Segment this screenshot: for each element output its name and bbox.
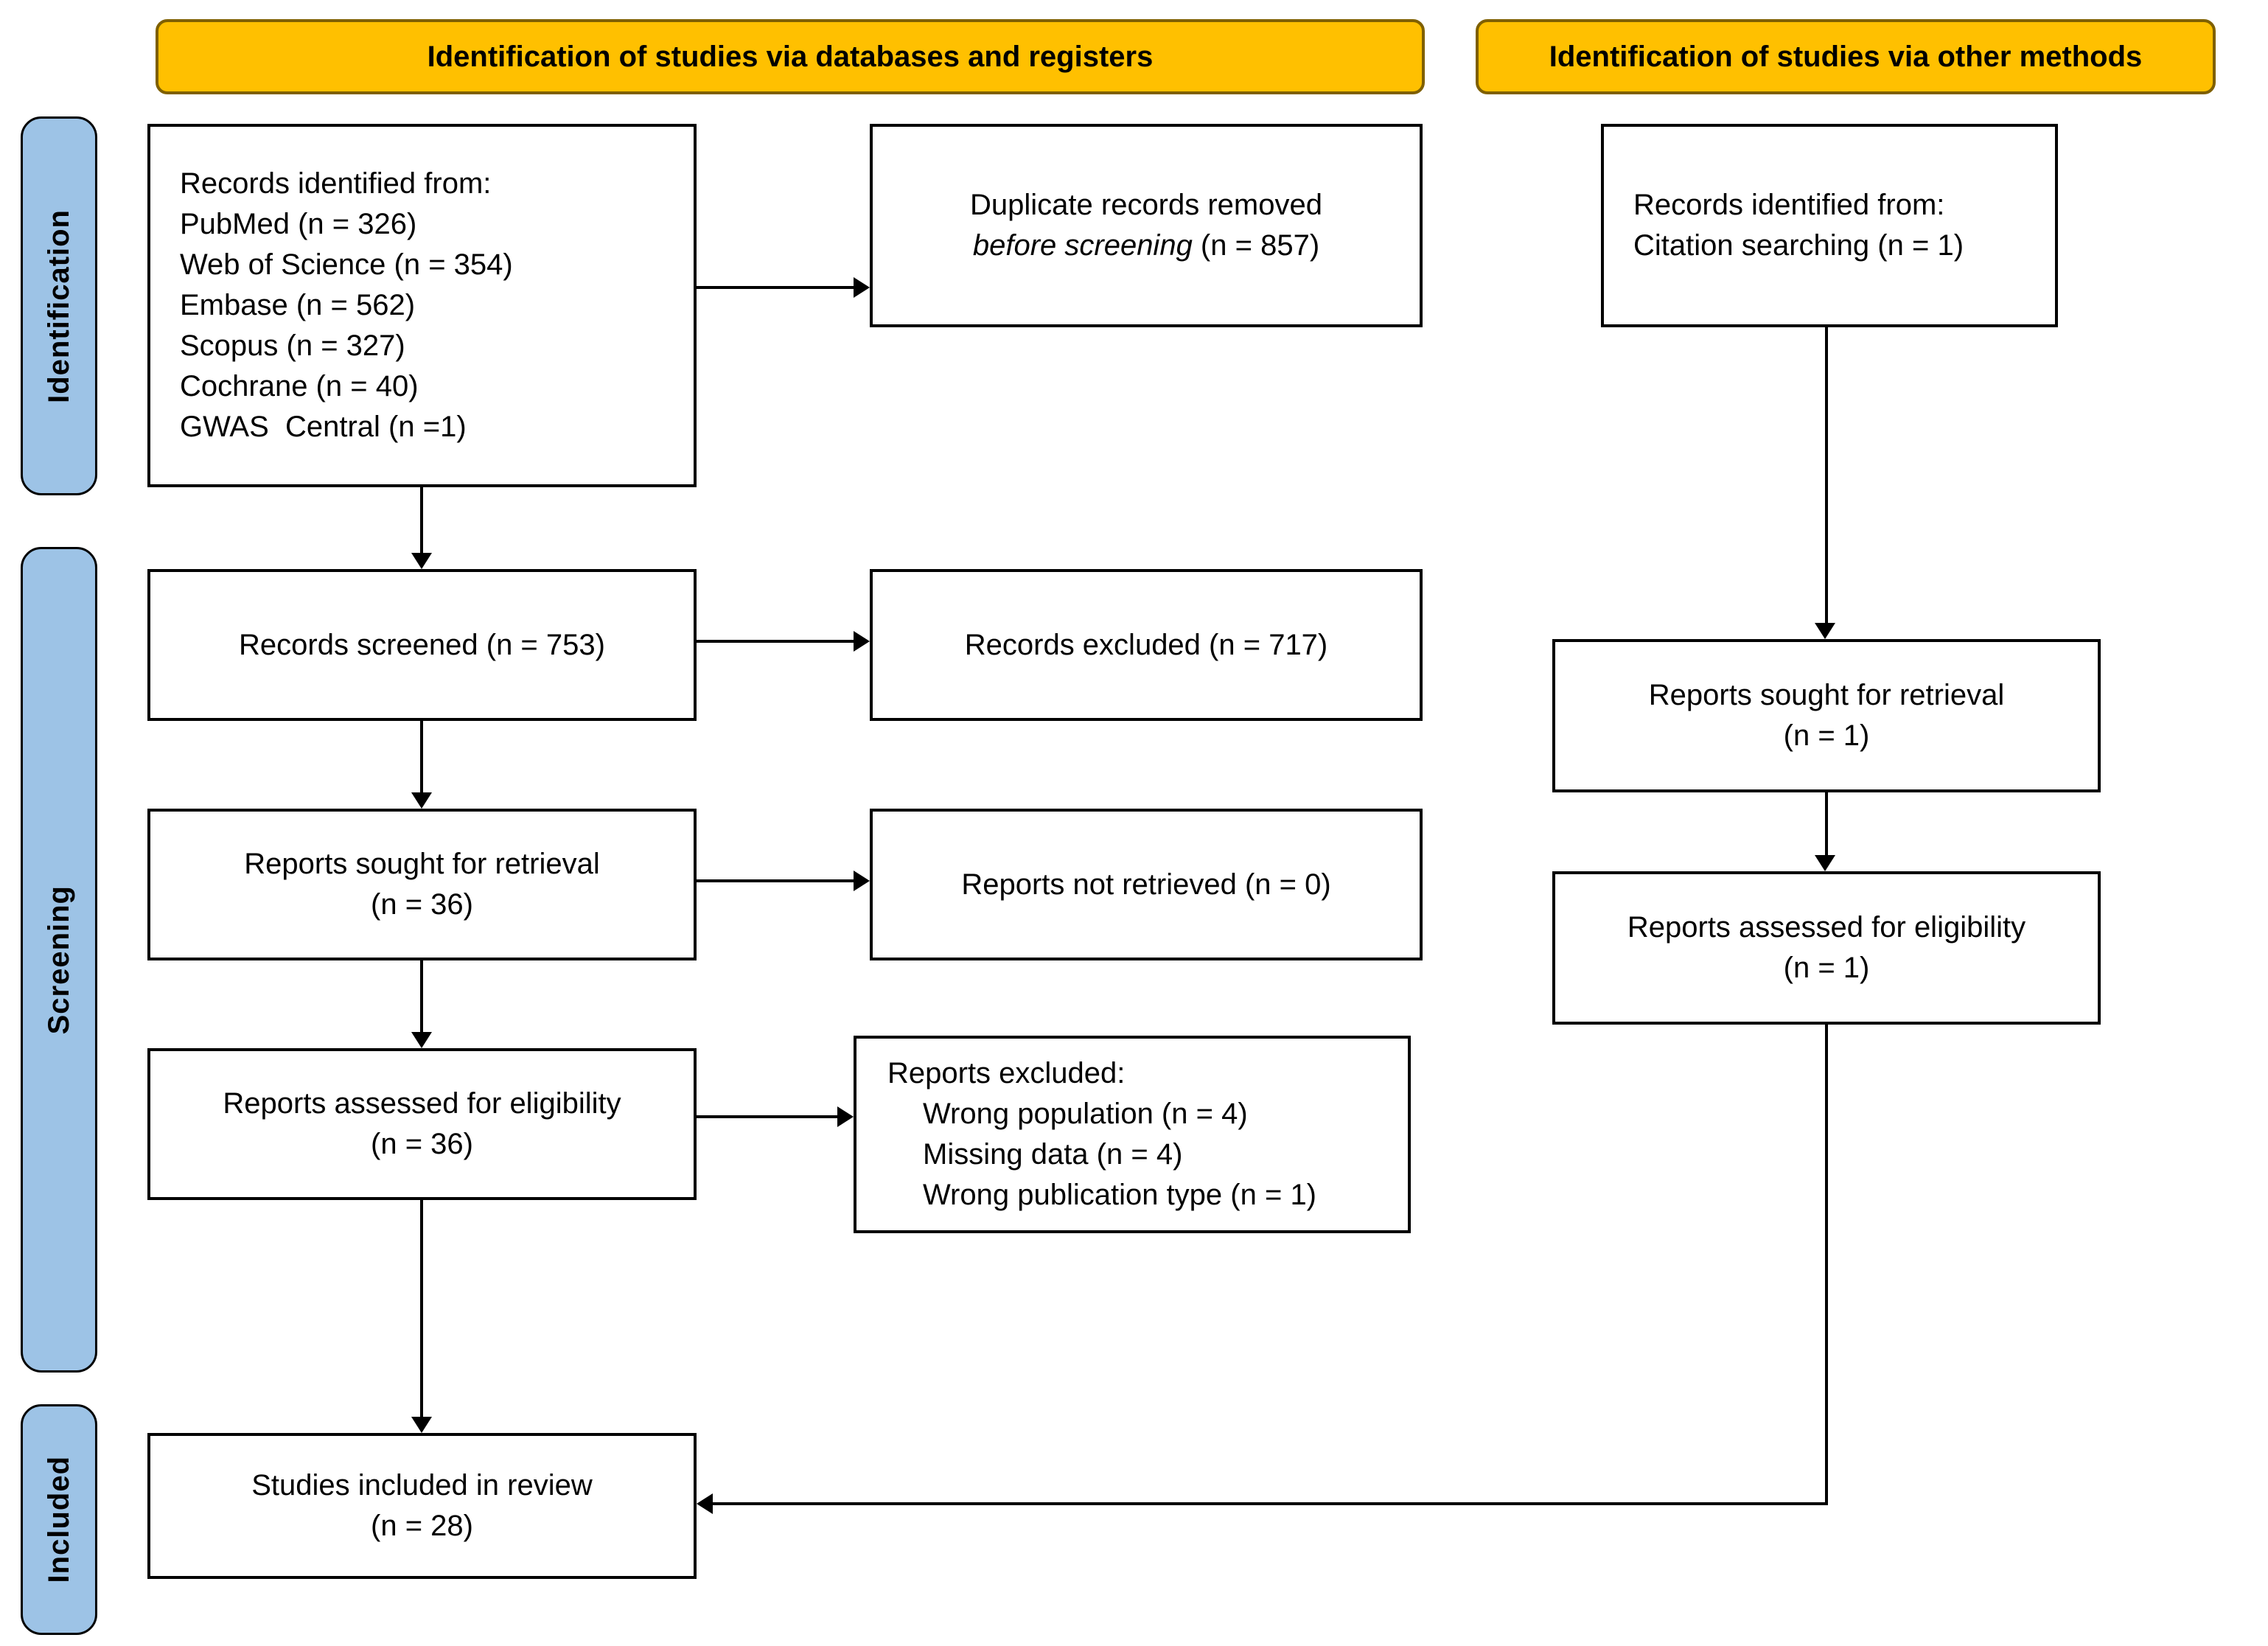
stage-bar-identification: Identification	[21, 116, 97, 495]
reports-assessed-label: Reports assessed for eligibility	[223, 1087, 621, 1120]
box-reports-assessed-databases: Reports assessed for eligibility (n = 36…	[147, 1048, 697, 1200]
records-screened-label: Records screened (n = 753)	[239, 628, 605, 661]
stage-bar-included: Included	[21, 1404, 97, 1635]
arrow-assessed-other-to-included-head-icon	[697, 1493, 713, 1514]
box-records-identified-other: Records identified from: Citation search…	[1601, 124, 2058, 327]
reports-excluded-reason: Wrong publication type (n = 1)	[923, 1179, 1317, 1211]
arrow-citation-to-sought-line	[1825, 327, 1828, 624]
reports-sought-label: Reports sought for retrieval	[244, 848, 600, 880]
reports-assessed-count: (n = 36)	[371, 1128, 473, 1160]
records-identified-line: Records identified from:	[180, 167, 492, 200]
records-identified-other-line: Citation searching (n = 1)	[1633, 229, 1964, 262]
arrow-screened-to-excluded-line	[697, 640, 854, 643]
box-reports-sought-databases: Reports sought for retrieval (n = 36)	[147, 809, 697, 960]
box-duplicates-removed: Duplicate records removed before screeni…	[870, 124, 1423, 327]
arrow-screened-to-sought-line	[420, 721, 423, 794]
box-reports-sought-other: Reports sought for retrieval (n = 1)	[1552, 639, 2101, 792]
arrow-sought-to-assessed-line	[420, 960, 423, 1033]
arrow-screened-to-sought-head-icon	[411, 792, 432, 809]
arrow-sought-to-notretrieved-head-icon	[854, 871, 870, 891]
box-reports-not-retrieved: Reports not retrieved (n = 0)	[870, 809, 1423, 960]
records-identified-line: PubMed (n = 326)	[180, 208, 417, 240]
header-other-methods: Identification of studies via other meth…	[1476, 19, 2216, 94]
duplicates-removed-count: (n = 857)	[1192, 229, 1320, 262]
arrow-identified-to-screened-head-icon	[411, 553, 432, 569]
stage-label-included: Included	[42, 1456, 75, 1583]
box-studies-included: Studies included in review (n = 28)	[147, 1433, 697, 1579]
arrow-sought-other-to-assessed-head-icon	[1815, 855, 1835, 871]
box-records-screened: Records screened (n = 753)	[147, 569, 697, 721]
records-excluded-label: Records excluded (n = 717)	[964, 628, 1328, 661]
records-identified-line: Embase (n = 562)	[180, 289, 416, 321]
reports-assessed-other-count: (n = 1)	[1783, 952, 1870, 984]
records-identified-line: Web of Science (n = 354)	[180, 248, 513, 281]
arrow-assessed-other-to-included-hline	[713, 1502, 1828, 1505]
reports-sought-other-count: (n = 1)	[1783, 719, 1870, 752]
stage-label-screening: Screening	[42, 885, 75, 1035]
arrow-identified-to-duplicates-head-icon	[854, 277, 870, 298]
arrow-assessed-other-to-included-vline	[1825, 1025, 1828, 1505]
arrow-assessed-to-included-head-icon	[411, 1417, 432, 1433]
arrow-citation-to-sought-head-icon	[1815, 623, 1835, 639]
records-identified-line: Scopus (n = 327)	[180, 329, 405, 362]
duplicates-removed-line2: before screening (n = 857)	[973, 226, 1319, 266]
arrow-assessed-to-reportsexcluded-line	[697, 1115, 837, 1118]
header-databases-registers: Identification of studies via databases …	[156, 19, 1425, 94]
box-reports-excluded: Reports excluded: Wrong population (n = …	[854, 1036, 1411, 1233]
reports-excluded-reason: Missing data (n = 4)	[923, 1138, 1183, 1171]
reports-excluded-title: Reports excluded:	[887, 1057, 1126, 1089]
duplicates-removed-italic: before screening	[972, 229, 1193, 262]
arrow-sought-to-notretrieved-line	[697, 879, 854, 882]
stage-bar-screening: Screening	[21, 547, 97, 1373]
box-records-identified-databases: Records identified from: PubMed (n = 326…	[147, 124, 697, 487]
studies-included-label: Studies included in review	[251, 1469, 593, 1502]
studies-included-count: (n = 28)	[371, 1510, 473, 1542]
reports-not-retrieved-label: Reports not retrieved (n = 0)	[961, 868, 1331, 901]
arrow-identified-to-duplicates-line	[697, 286, 854, 289]
box-records-excluded: Records excluded (n = 717)	[870, 569, 1423, 721]
stage-label-identification: Identification	[42, 209, 75, 403]
reports-assessed-other-label: Reports assessed for eligibility	[1627, 911, 2026, 944]
arrow-screened-to-excluded-head-icon	[854, 631, 870, 652]
records-identified-line: GWAS Central (n =1)	[180, 411, 467, 443]
reports-sought-count: (n = 36)	[371, 888, 473, 921]
arrow-assessed-to-included-line	[420, 1200, 423, 1418]
records-identified-other-line: Records identified from:	[1633, 189, 1945, 221]
box-reports-assessed-other: Reports assessed for eligibility (n = 1)	[1552, 871, 2101, 1025]
arrow-sought-to-assessed-head-icon	[411, 1032, 432, 1048]
arrow-sought-other-to-assessed-line	[1825, 792, 1828, 857]
header-databases-registers-label: Identification of studies via databases …	[427, 40, 1154, 73]
duplicates-removed-line1: Duplicate records removed	[970, 189, 1322, 221]
header-other-methods-label: Identification of studies via other meth…	[1549, 40, 2143, 73]
reports-excluded-reason: Wrong population (n = 4)	[923, 1098, 1248, 1130]
reports-sought-other-label: Reports sought for retrieval	[1648, 679, 2005, 711]
arrow-assessed-to-reportsexcluded-head-icon	[837, 1106, 854, 1127]
records-identified-line: Cochrane (n = 40)	[180, 370, 419, 402]
arrow-identified-to-screened-line	[420, 487, 423, 554]
